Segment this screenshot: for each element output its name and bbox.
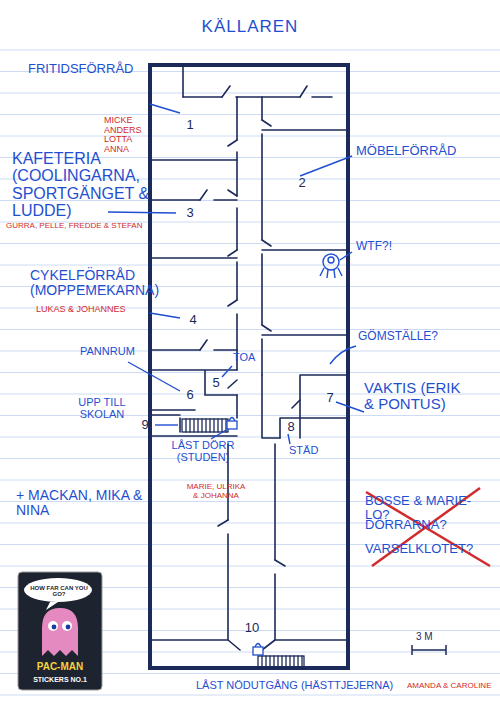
pacman-sticker [18, 572, 102, 690]
room-number: 3 [183, 205, 196, 221]
label-text: LÅST DÖRR (STUDEN) [172, 439, 235, 463]
note: UPP TILL SKOLAN [62, 397, 142, 421]
ruled-line [0, 265, 500, 266]
label-text: PANNRUM [80, 345, 135, 357]
ruled-line [0, 114, 500, 115]
creature-doodle [320, 254, 342, 278]
ruled-line [0, 695, 500, 696]
scale-label: 3 M [416, 632, 456, 643]
label-text: CYKELFÖRRÅD (MOPPEMEKARNA) [30, 267, 159, 298]
ruled-line [0, 93, 500, 94]
label-text: AMANDA & CAROLINE [407, 681, 491, 690]
room-label: PANNRUM [80, 346, 150, 358]
room-label: TOA [233, 352, 273, 364]
label-text: KAFETERIA (COOLINGARNA, SPORTGÄNGET & LU… [12, 150, 149, 219]
label-text: DÖRRARNA? [365, 517, 447, 532]
ruled-line [0, 458, 500, 459]
room-number: 10 [242, 620, 262, 636]
leader-lines [108, 104, 364, 444]
ruled-line [0, 415, 500, 416]
map-title: KÄLLAREN [0, 18, 500, 36]
crossed-out-note: DÖRRARNA? [365, 518, 495, 532]
label-text: MARIE, ULRIKA & JOHANNA [187, 482, 246, 500]
room-number-text: 7 [326, 390, 333, 405]
names-note: LUKAS & JOHANNES [36, 305, 146, 315]
room-label: VAKTIS (ERIK & PONTUS) [364, 380, 474, 412]
note: WTF?! [356, 240, 416, 253]
ruled-line [0, 566, 500, 567]
room-number-text: 5 [212, 375, 219, 390]
label-text: LUKAS & JOHANNES [36, 304, 126, 314]
ruled-line [0, 437, 500, 438]
label-text: 3 M [416, 631, 433, 642]
room-number: 8 [284, 419, 297, 435]
label-text: + MACKAN, MIKA & NINA [16, 487, 142, 518]
room-number-text: 10 [245, 620, 259, 635]
label-text: FRITIDSFÖRRÅD [28, 61, 133, 76]
room-label: MÖBELFÖRRÅD [356, 144, 486, 158]
label-text: STICKERS NO.1 [33, 676, 87, 683]
label-text: GÖMSTÄLLE? [358, 329, 438, 343]
lock-icon [227, 418, 263, 656]
label-text: STÄD [289, 444, 318, 456]
names-note: AMANDA & CAROLINE [407, 682, 497, 691]
note: GÖMSTÄLLE? [358, 330, 468, 343]
sticker-text: PAC-MAN [20, 662, 100, 673]
names-note: GURRA, PELLE, FREDDE & STEFAN [6, 222, 166, 231]
room-number-text: 1 [186, 117, 193, 132]
label-text: WTF?! [356, 239, 392, 253]
names-note: MICKE ANDERS LOTTA ANNA [104, 116, 152, 155]
room-number: 1 [183, 117, 196, 133]
sticker-text: HOW FAR CAN YOU GO? [24, 585, 94, 598]
room-number: 2 [295, 175, 308, 191]
cross-out [366, 488, 490, 566]
sticker-text: STICKERS NO.1 [20, 676, 100, 684]
floor-plan [150, 65, 348, 668]
label-text: LÅST NÖDUTGÅNG (HÄSTTJEJERNA) [196, 679, 393, 691]
ruled-paper [0, 50, 500, 695]
room-number-text: 6 [186, 387, 193, 402]
ruled-line [0, 136, 500, 137]
room-number-text: 9 [141, 417, 148, 432]
label-text: PAC-MAN [37, 661, 83, 672]
ruled-line [0, 480, 500, 481]
label-text: HOW FAR CAN YOU GO? [30, 585, 88, 597]
scale-bar [412, 645, 446, 655]
room-label: CYKELFÖRRÅD (MOPPEMEKARNA) [30, 268, 150, 298]
room-number: 9 [138, 417, 151, 433]
label-text: GURRA, PELLE, FREDDE & STEFAN [6, 221, 142, 230]
room-number-text: 4 [189, 312, 196, 327]
label-text: VARSELKLOTET? [365, 541, 473, 556]
label-text: VAKTIS (ERIK & PONTUS) [364, 379, 460, 412]
crossed-out-note: VARSELKLOTET? [365, 542, 495, 556]
room-number-text: 3 [186, 205, 193, 220]
room-number: 5 [209, 375, 222, 391]
room-label: STÄD [289, 445, 329, 457]
names-note: MARIE, ULRIKA & JOHANNA [186, 483, 246, 500]
label-text: MÖBELFÖRRÅD [356, 143, 456, 158]
note: LÅST DÖRR (STUDEN) [168, 440, 238, 464]
ruled-line [0, 243, 500, 244]
label-text: TOA [233, 351, 255, 363]
room-number-text: 8 [287, 419, 294, 434]
room-number: 6 [183, 387, 196, 403]
label-text: UPP TILL SKOLAN [78, 396, 125, 420]
ruled-line [0, 50, 500, 51]
room-label: FRITIDSFÖRRÅD [28, 62, 148, 76]
room-number-text: 2 [298, 175, 305, 190]
room-label: KAFETERIA (COOLINGARNA, SPORTGÄNGET & LU… [12, 150, 154, 219]
note: LÅST NÖDUTGÅNG (HÄSTTJEJERNA) [196, 680, 396, 692]
title-text: KÄLLAREN [202, 17, 299, 36]
room-number: 7 [323, 390, 336, 406]
room-number: 4 [186, 312, 199, 328]
names-note: + MACKAN, MIKA & NINA [16, 488, 166, 518]
ruled-line [0, 372, 500, 373]
label-text: MICKE ANDERS LOTTA ANNA [104, 115, 142, 154]
